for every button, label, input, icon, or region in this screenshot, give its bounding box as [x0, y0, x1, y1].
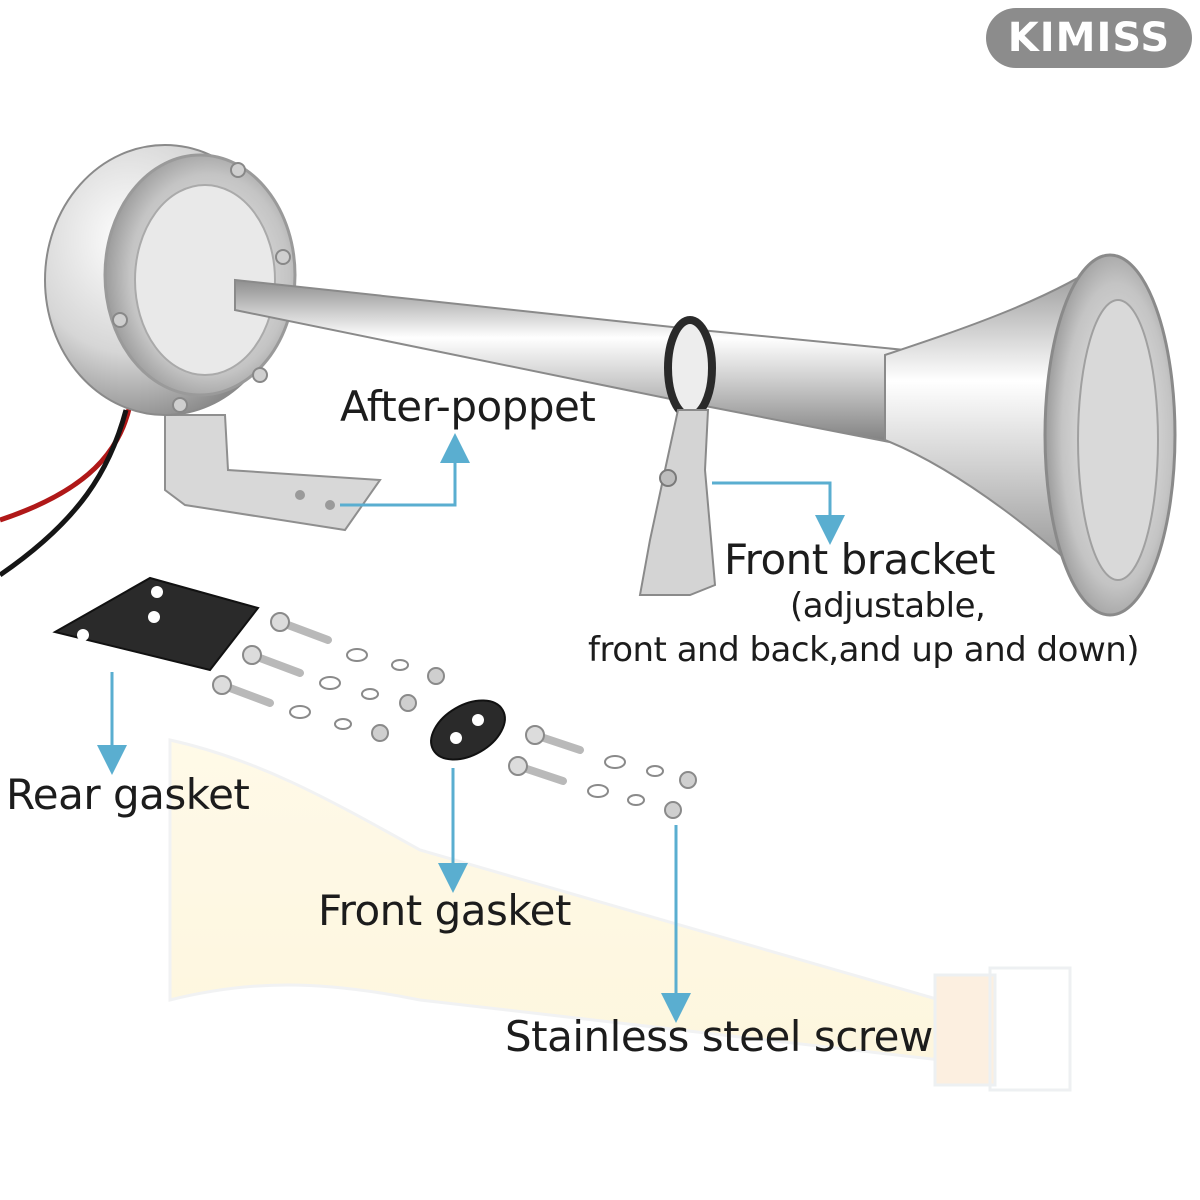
- front-bracket-note-line1: (adjustable,: [790, 586, 986, 626]
- rear-bracket: [164, 414, 382, 532]
- front-screw-set: [508, 725, 697, 819]
- after-poppet-arrow: [340, 433, 470, 507]
- annotation-arrows: [97, 433, 845, 1023]
- front-bracket: [638, 409, 717, 596]
- front-gasket-label: Front gasket: [318, 886, 572, 935]
- horn-bell: [884, 253, 1177, 617]
- rear-gasket: [52, 576, 260, 672]
- watermark-horn: [168, 738, 1072, 1092]
- front-ring: [664, 316, 716, 420]
- screw-label: Stainless steel screw: [505, 1012, 933, 1061]
- after-poppet-label: After-poppet: [340, 382, 596, 431]
- rear-screw-set: [212, 612, 445, 742]
- horn-housing: [44, 144, 297, 416]
- power-wires: [0, 404, 133, 578]
- rear-gasket-label: Rear gasket: [6, 770, 250, 819]
- brand-logo: KIMISS: [986, 8, 1192, 68]
- front-gasket: [430, 699, 506, 761]
- front-bracket-arrow: [712, 481, 845, 545]
- front-bracket-note-line2: front and back,and up and down): [588, 630, 1140, 670]
- front-bracket-label: Front bracket: [724, 535, 995, 584]
